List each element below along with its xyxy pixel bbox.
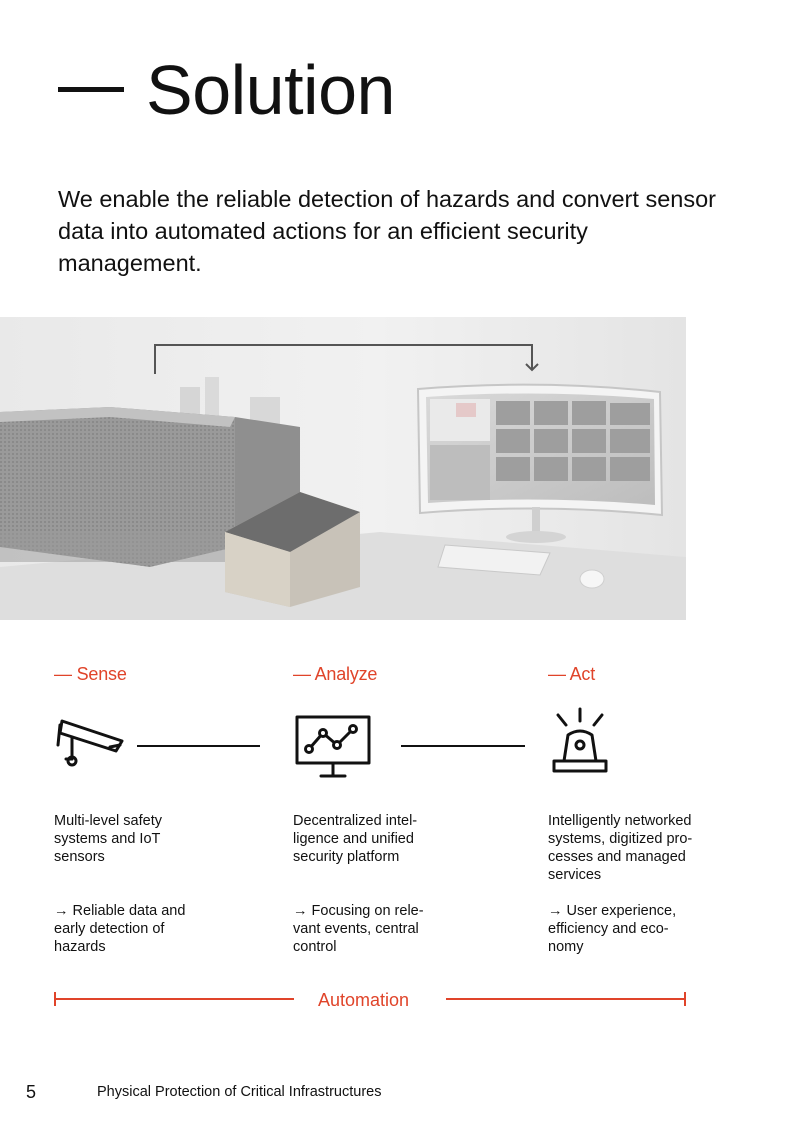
lead-paragraph: We enable the reliable detection of haza… [58,186,716,276]
automation-line-right [446,998,686,1000]
page-number: 5 [26,1082,37,1102]
analyze-description: Decentralized intel-ligence and unified … [293,813,418,865]
heading-sense: — Sense [54,664,127,684]
heading-analyze: — Analyze [293,664,378,684]
act-benefit: → User experience, efficiency and eco-no… [548,903,677,955]
connector-sense-analyze [137,745,260,747]
sense-benefit: → Reliable data and early detection of h… [54,903,186,955]
automation-label: Automation [318,990,410,1010]
act-description: Intelligently networked systems, digitiz… [548,813,693,883]
hero-illustration [0,317,686,620]
heading-act: — Act [548,664,596,684]
security-camera-icon [52,715,128,774]
footer-document-title: Physical Protection of Critical Infrastr… [97,1084,382,1100]
analyze-benefit: → Focusing on rele-vant events, central … [293,903,424,955]
connector-analyze-act [401,745,525,747]
automation-end-cap [684,992,686,1006]
page-title: Solution [146,51,395,129]
monitor-chart-icon [295,715,371,784]
alarm-light-icon [550,707,610,780]
sense-description: Multi-level safety systems and IoT senso… [54,813,162,865]
automation-line-left [54,998,294,1000]
title-dash [58,87,124,92]
